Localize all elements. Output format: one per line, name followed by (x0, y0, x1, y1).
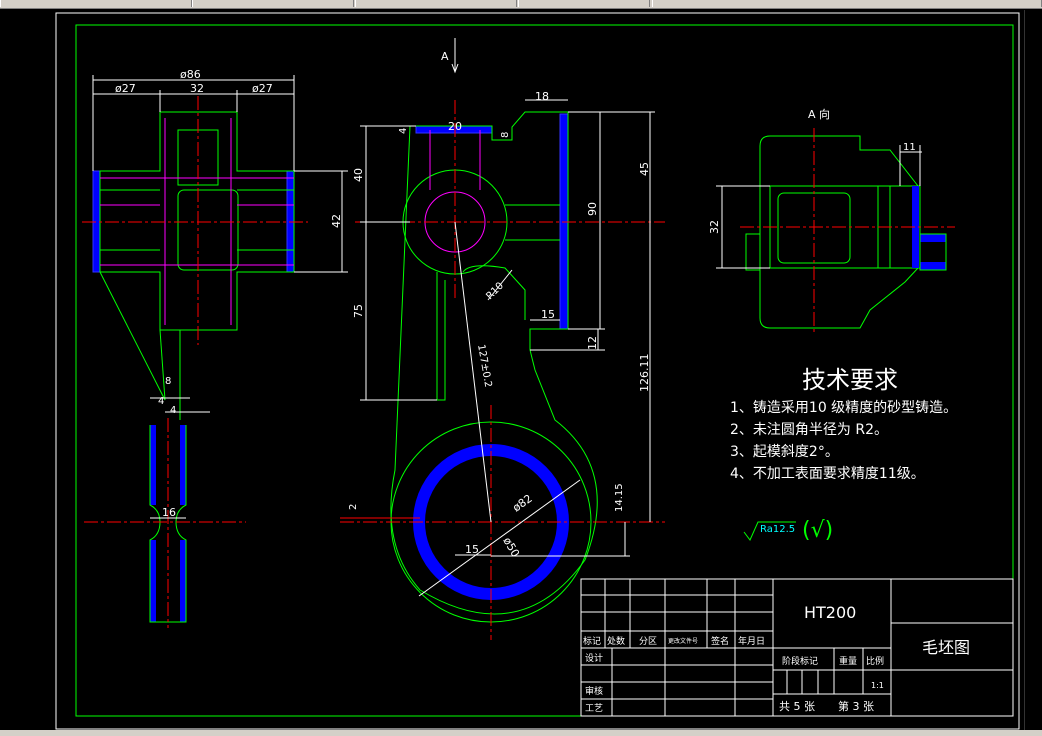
dim-40: 40 (352, 168, 365, 182)
dim-r10: R10 (484, 280, 506, 302)
label-process: 工艺 (585, 703, 603, 714)
label-weight: 重量 (839, 655, 857, 667)
rev-header-sign: 签名 (711, 635, 729, 647)
viewport-edge (1024, 10, 1042, 736)
dim-127: 127±0.2 (475, 344, 493, 389)
sheet-outer-border (55, 12, 1020, 730)
dim-32-aview: 32 (708, 220, 721, 234)
dim-11: 11 (903, 142, 916, 153)
sheet-inner-border (75, 24, 1014, 717)
toolbar-segment[interactable] (192, 0, 354, 7)
dim-4-top: 4 (398, 128, 409, 134)
rev-header-count: 处数 (607, 635, 625, 647)
tech-req-title: 技术要求 (802, 366, 898, 394)
dim-42: 42 (330, 214, 343, 228)
dim-32: 32 (190, 82, 204, 95)
roughness-suffix: (√) (802, 518, 833, 543)
dim-15-bottom: 15 (465, 543, 479, 556)
dim-18: 18 (535, 90, 549, 103)
rev-header-mark: 标记 (583, 635, 601, 647)
section-label-a: A (441, 50, 449, 63)
dim-126: 126.11 (638, 354, 651, 393)
toolbar-segment[interactable] (0, 0, 192, 7)
dim-d27-right: ø27 (252, 82, 273, 95)
dim-4b: 4 (170, 405, 176, 416)
dim-14: 14.15 (614, 483, 625, 512)
status-strip (0, 730, 1042, 736)
dim-45: 45 (638, 162, 651, 176)
toolbar-segment[interactable] (518, 0, 650, 7)
a-view-label: A 向 (808, 107, 830, 121)
a-view: A 向 11 32 (708, 107, 955, 335)
technical-requirements: 技术要求 1、铸造采用10 级精度的砂型铸造。 2、未注圆角半径为 R2。 3、… (730, 366, 957, 482)
dim-d82: ø82 (510, 492, 534, 515)
tech-req-item: 2、未注圆角半径为 R2。 (730, 422, 888, 438)
tech-req-item: 1、铸造采用10 级精度的砂型铸造。 (730, 400, 957, 416)
total-sheets: 共 5 张 (779, 700, 815, 713)
roughness-value: Ra12.5 (760, 524, 795, 535)
rev-header-zone: 分区 (639, 636, 657, 647)
title-block (580, 578, 1014, 717)
dim-2: 2 (348, 504, 359, 510)
dim-d86: ø86 (180, 68, 201, 81)
dim-8-top: 8 (500, 132, 511, 138)
toolbar-segment[interactable] (355, 0, 517, 7)
rev-header-doc: 更改文件号 (668, 637, 698, 645)
label-review: 审核 (585, 685, 603, 697)
dim-15-top: 15 (541, 308, 555, 321)
dim-90: 90 (586, 202, 599, 216)
material-text: HT200 (804, 603, 856, 622)
cad-drawing-canvas[interactable]: ø86 ø27 32 ø27 42 8 4 4 16 A (0, 8, 1024, 730)
label-scale: 比例 (866, 655, 884, 667)
dim-20: 20 (448, 120, 462, 133)
label-design: 设计 (585, 652, 603, 664)
tech-req-item: 4、不加工表面要求精度11级。 (730, 466, 925, 482)
label-stage: 阶段标记 (782, 655, 818, 667)
dim-8: 8 (165, 376, 171, 387)
dim-75: 75 (352, 304, 365, 318)
tech-req-item: 3、起模斜度2°。 (730, 444, 839, 460)
drawing-name: 毛坯图 (922, 638, 970, 657)
roughness-symbol: Ra12.5 (√) (743, 518, 833, 543)
dim-4a: 4 (158, 396, 164, 407)
side-view: A (340, 38, 665, 640)
dim-16: 16 (162, 506, 176, 519)
rev-header-date: 年月日 (738, 635, 765, 647)
dim-d27-left: ø27 (115, 82, 136, 95)
toolbar-strip (0, 0, 1042, 9)
front-view: ø86 ø27 32 ø27 42 8 4 4 16 (82, 68, 348, 628)
sheet-number: 第 3 张 (838, 699, 874, 713)
scale-value: 1:1 (871, 681, 884, 690)
toolbar-segment[interactable] (652, 0, 1042, 7)
dim-12: 12 (586, 336, 599, 350)
